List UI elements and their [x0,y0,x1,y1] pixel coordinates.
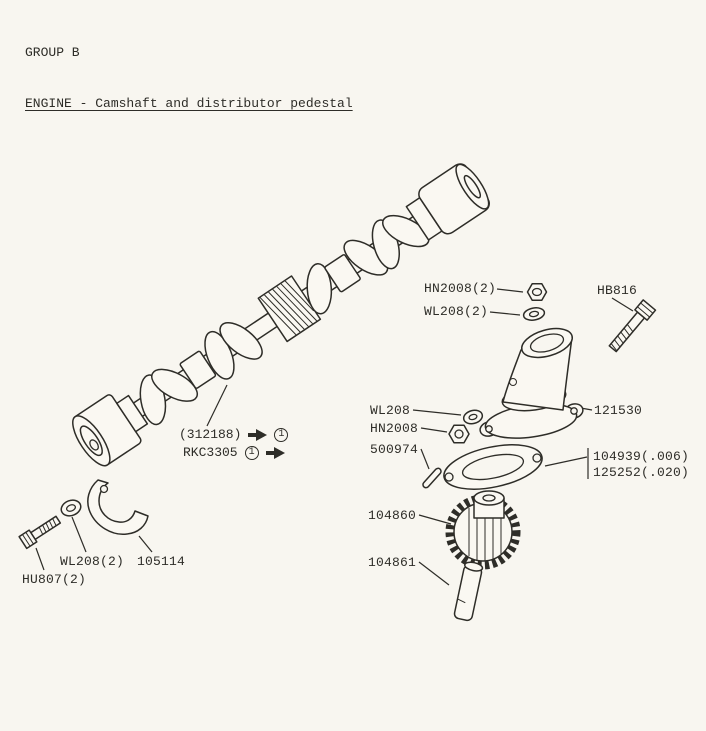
callout-hn2008-mid: HN2008 [370,421,419,436]
pedestal-drawing [479,327,584,439]
callout-rkc3305: RKC3305 [183,445,238,460]
callout-hn2008-top: HN2008(2) [424,281,497,296]
callout-105114: 105114 [137,554,186,569]
bolt-hb816-drawing [608,299,657,353]
note-row-312188: (312188) 1 [179,427,289,442]
callout-104860: 104860 [368,508,417,523]
callout-hu807: HU807(2) [22,572,87,587]
group-heading: GROUP B [25,45,80,60]
gasket-drawing [443,444,543,490]
bolt-hu807-drawing [18,515,62,550]
callout-125252: 125252(.020) [593,465,690,480]
callout-500974: 500974 [370,442,419,457]
gear-hub [473,490,505,519]
callout-hb816: HB816 [597,283,638,298]
callout-104861: 104861 [368,555,417,570]
camshaft-drawing [72,163,490,467]
nut-hn2008-top-drawing [526,283,548,301]
shaft-104861-drawing [453,561,484,622]
note-row-rkc3305: RKC3305 1 [183,445,285,460]
page-header: GROUP B ENGINE - Camshaft and distributo… [25,10,353,146]
note-1-badge: 1 [274,427,289,442]
washer-wl208-bottom-drawing [60,499,82,517]
callout-wl208-mid: WL208 [370,403,411,418]
pin-500974-drawing [422,467,442,489]
bracket-105114-drawing [87,479,149,535]
page-title: ENGINE - Camshaft and distributor pedest… [25,96,353,111]
callout-wl208-bottom: WL208(2) [60,554,125,569]
washer-wl208-top-drawing [522,307,546,321]
leader-lines [35,288,634,586]
note-1-badge: 1 [244,445,259,460]
nut-hn2008-mid-drawing [448,424,470,444]
gear-104860-drawing [445,490,521,570]
camshaft-gear [257,275,322,343]
callout-104939: 104939(.006) [593,449,690,464]
callout-wl208-top: WL208(2) [424,304,489,319]
callout-121530: 121530 [594,403,643,418]
arrow-right-icon [265,446,285,459]
callout-312188: (312188) [179,427,242,442]
arrow-right-icon [248,428,268,441]
washer-wl208-mid-drawing [462,409,484,425]
